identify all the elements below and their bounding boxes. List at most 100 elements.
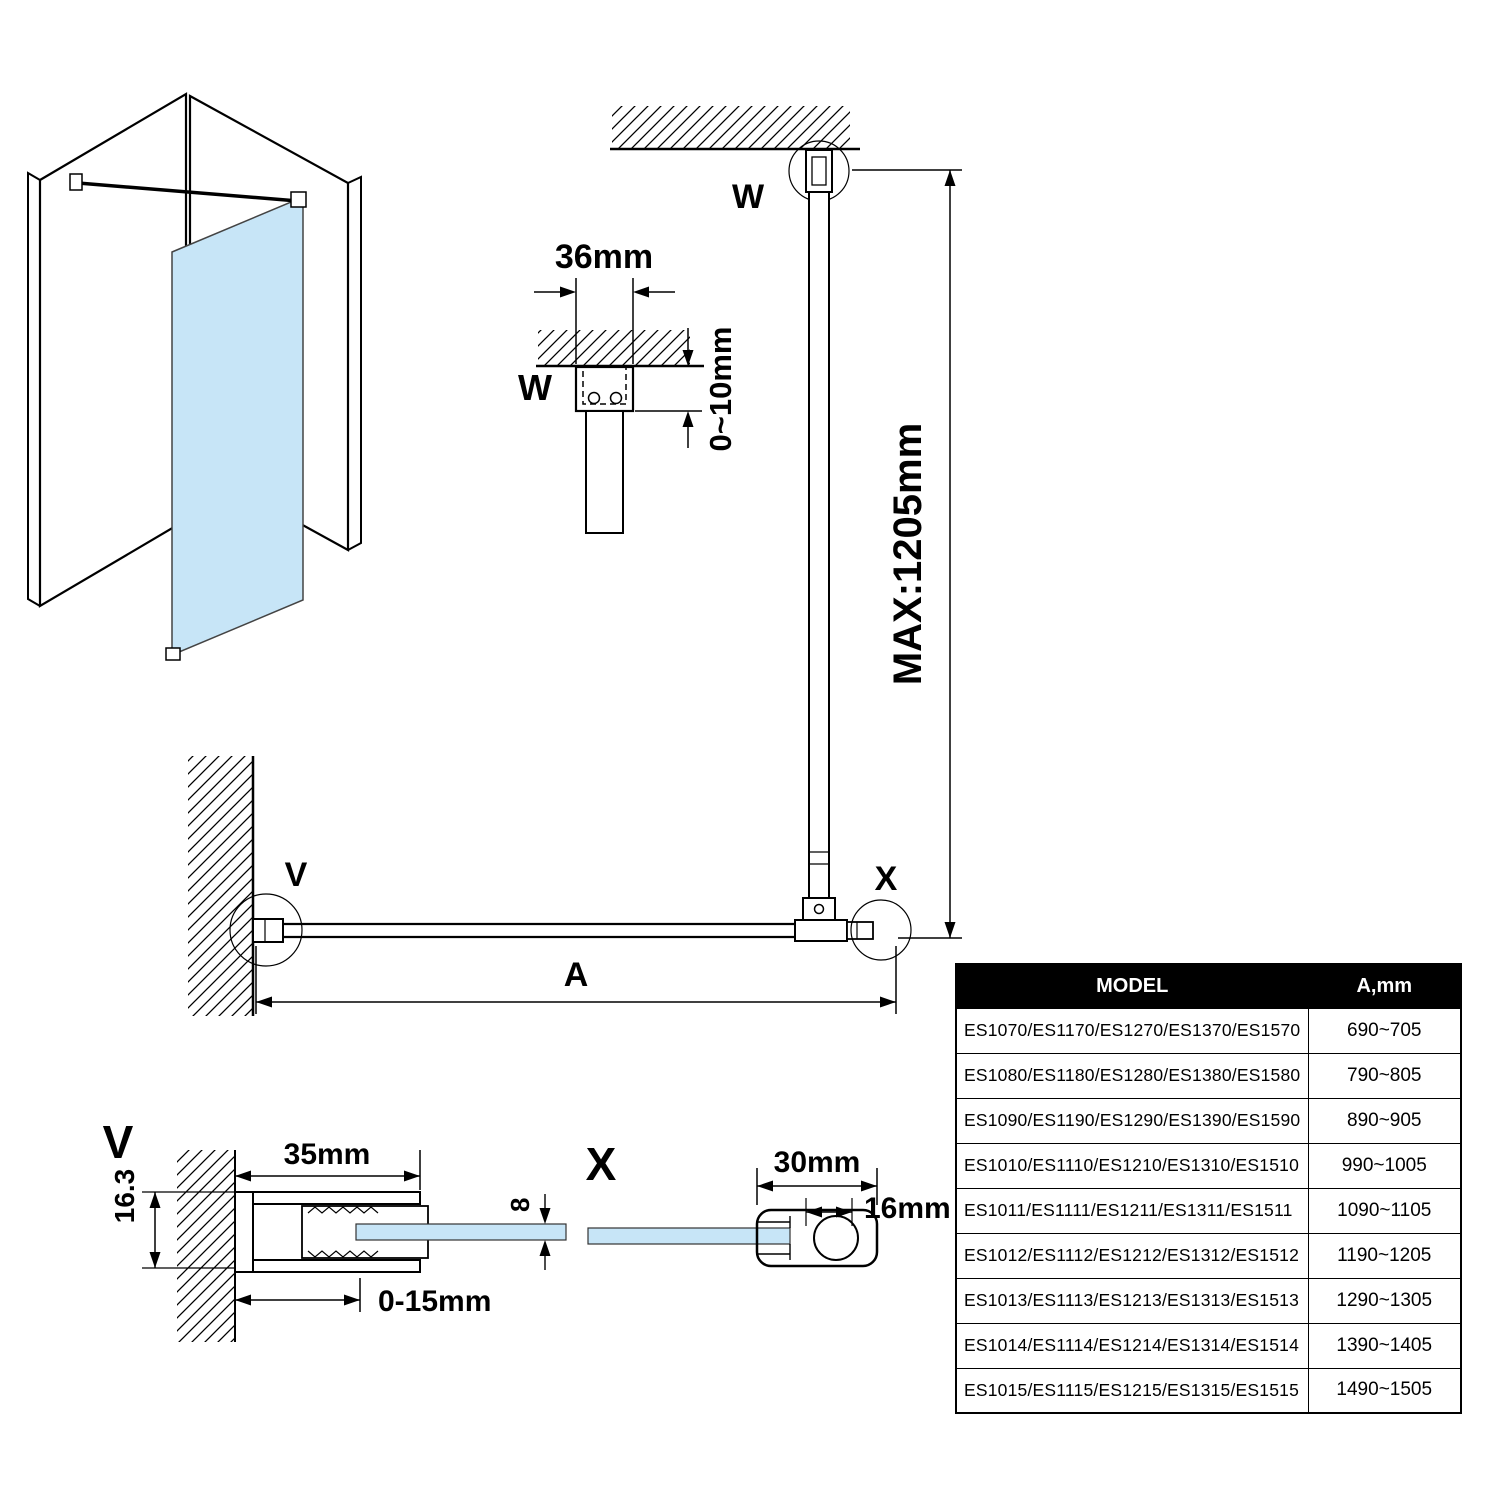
dim-36-arrow-right [633,286,649,298]
dim-glass-thickness: 8 [505,1198,535,1212]
dim-8-arrow-bottom [539,1240,551,1256]
dim-0-10-arrow-bottom [682,411,694,427]
header-row: MODEL A,mm [955,963,1462,1009]
dim-30-arrow-left [757,1180,773,1192]
dim-015-arrow-right [344,1294,360,1306]
model-cell: ES1070/ES1170/ES1270/ES1370/ES1570 [955,1007,1309,1054]
detail-w-label: W [518,367,552,408]
left-wall [38,92,188,608]
model-cell: ES1015/ES1115/ES1215/ES1315/ES1515 [955,1367,1309,1414]
dim-max-ref-lines [852,169,962,939]
detail-x-plan-label: X [875,860,898,898]
plan-view: V W X MAX:1205mm A [188,106,962,1016]
a-range-cell: 890~905 [1307,1097,1462,1144]
dim-profile-height: 16.3 [109,1169,140,1224]
right-wall-thickness [347,175,362,551]
dim-profile-width: 35mm [284,1138,371,1171]
support-bar-iso [77,181,299,203]
dim-163-arrow-top [149,1192,161,1208]
ceiling-hatch-right [612,106,850,149]
model-cell: ES1011/ES1111/ES1211/ES1311/ES1511 [955,1187,1309,1234]
ceiling-bracket-hidden-edge [582,366,627,405]
a-range-cell: 1490~1505 [1307,1367,1462,1414]
left-wall-thickness [27,171,41,607]
bar-joint-screw [813,903,825,915]
glass-panel-iso [171,195,304,657]
support-bar-detail [585,410,624,534]
bar-clamp-slot [757,1216,791,1260]
dim-015-arrow-left [235,1294,251,1306]
a-range-cell: 990~1005 [1307,1142,1462,1189]
dim-36-arrow-left [560,286,576,298]
spec-table-head: MODEL A,mm [955,963,1462,1009]
detail-circle-v [229,893,303,967]
glass-edge-lines [256,922,800,939]
bracket-screw-right [609,391,623,405]
detail-v-section: V 16.3 35mm 0-15mm 8 [103,1116,567,1342]
dim-0-10-arrow-top [682,350,694,366]
dim-8-arrow-top [539,1208,551,1224]
detail-w-callout: 36mm W 0~10mm [518,238,738,534]
a-range-cell: 790~805 [1307,1052,1462,1099]
a-range-cell: 1390~1405 [1307,1322,1462,1369]
wall-profile-mount [252,918,284,943]
spec-table: MODEL A,mm ES1070/ES1170/ES1270/ES1370/E… [955,963,1462,1414]
model-cell: ES1012/ES1112/ES1212/ES1312/ES1512 [955,1232,1309,1279]
dim-clamp-size: 16mm [864,1192,951,1225]
dim-16-arrow-right [836,1206,852,1218]
model-cell: ES1080/ES1180/ES1280/ES1380/ES1580 [955,1052,1309,1099]
dim-a-label: A [564,956,589,994]
dim-a-arrow-right [880,996,896,1008]
model-column-header: MODEL [955,963,1309,1009]
glass-clamp-plan [794,919,848,942]
a-range-cell: 690~705 [1307,1007,1462,1054]
profile-bottom-arm [252,1259,421,1273]
profile-serration-bottom [307,1250,379,1258]
dim-max-arrow-top [944,170,956,186]
glass-section-x [587,1227,791,1245]
model-cell: ES1014/ES1114/ES1214/ES1314/ES1514 [955,1322,1309,1369]
dim-36-extension-lines [575,278,634,364]
ceiling-bracket-right-inner [811,156,827,186]
dim-a-arrow-left [256,996,272,1008]
model-spec-table: MODEL A,mm ES1070/ES1170/ES1270/ES1370/E… [955,963,1462,1414]
wall-hatch-section [177,1150,235,1342]
dim-30-arrow-right [861,1180,877,1192]
ceiling-hatch [538,330,690,366]
profile-wall-plate [234,1191,254,1273]
support-bar-wall-mount [69,173,83,191]
dim-bracket-width: 36mm [555,238,653,276]
bracket-screw-left [587,391,601,405]
dim-adjustment-range: 0-15mm [378,1285,491,1318]
a-range-cell: 1290~1305 [1307,1277,1462,1324]
isometric-view [27,92,362,661]
detail-w-plan-label: W [732,178,765,216]
support-bar [808,191,830,899]
glass-section-v [355,1223,567,1241]
dim-clamp-length: 30mm [774,1146,861,1179]
detail-x-section: X 30mm 16mm [586,1138,951,1268]
a-range-cell: 1090~1105 [1307,1187,1462,1234]
dim-163-ticks [142,1191,252,1269]
dim-35-arrow-left [235,1170,251,1182]
profile-serration-top [307,1206,379,1214]
dim-bar-max-length: MAX:1205mm [886,423,930,685]
glass-end-cap [846,921,874,940]
dim-ceiling-gap: 0~10mm [703,327,738,452]
detail-circle-x [850,899,912,961]
wall-hatch-left [188,756,253,1016]
model-cell: ES1090/ES1190/ES1290/ES1390/ES1590 [955,1097,1309,1144]
a-mm-column-header: A,mm [1307,963,1462,1009]
bar-joint [802,897,836,921]
